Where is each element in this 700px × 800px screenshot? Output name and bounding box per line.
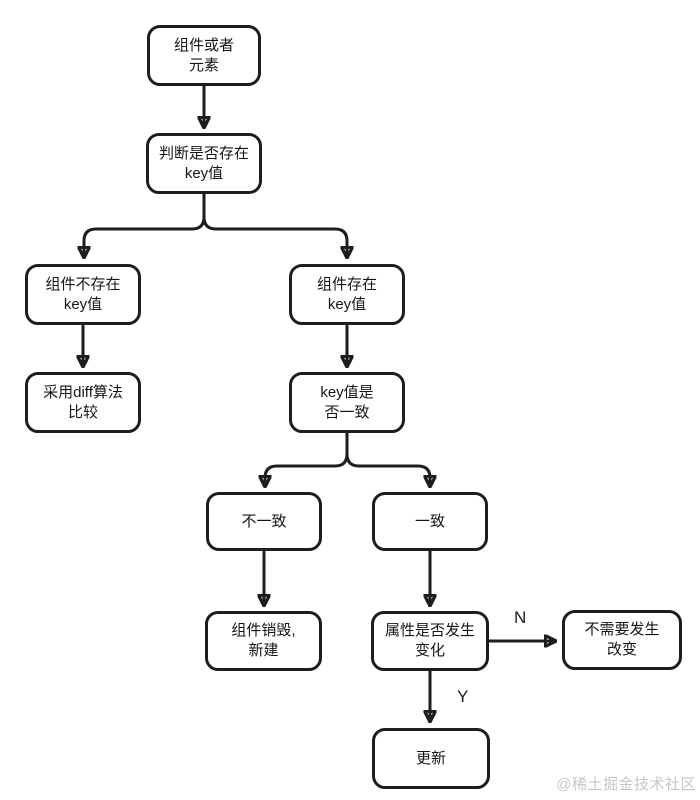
- node-diff-compare: 采用diff算法 比较: [25, 372, 141, 433]
- node-consistent: 一致: [372, 492, 488, 551]
- node-key-consistent-check: key值是 否一致: [289, 372, 405, 433]
- edge-label-yes: Y: [457, 687, 469, 706]
- node-destroy-rebuild: 组件销毁, 新建: [205, 611, 322, 671]
- node-update: 更新: [372, 728, 490, 789]
- edge-consistentcheck-to-inconsistent: [265, 432, 349, 486]
- node-props-changed-check: 属性是否发生 变化: [371, 611, 489, 671]
- node-key-exists: 组件存在 key值: [289, 264, 405, 325]
- node-no-change-needed: 不需要发生 改变: [562, 610, 682, 670]
- watermark: @稀土掘金技术社区: [556, 776, 696, 793]
- node-inconsistent: 不一致: [206, 492, 322, 551]
- edge-label-no: N: [514, 608, 527, 627]
- node-check-key-exists: 判断是否存在 key值: [146, 133, 262, 194]
- edge-checkkey-to-nokey: [84, 192, 206, 257]
- edge-checkkey-to-haskey: [202, 192, 347, 257]
- edge-consistentcheck-to-consistent: [345, 432, 430, 486]
- node-component-or-element: 组件或者 元素: [147, 25, 261, 86]
- node-key-not-exists: 组件不存在 key值: [25, 264, 141, 325]
